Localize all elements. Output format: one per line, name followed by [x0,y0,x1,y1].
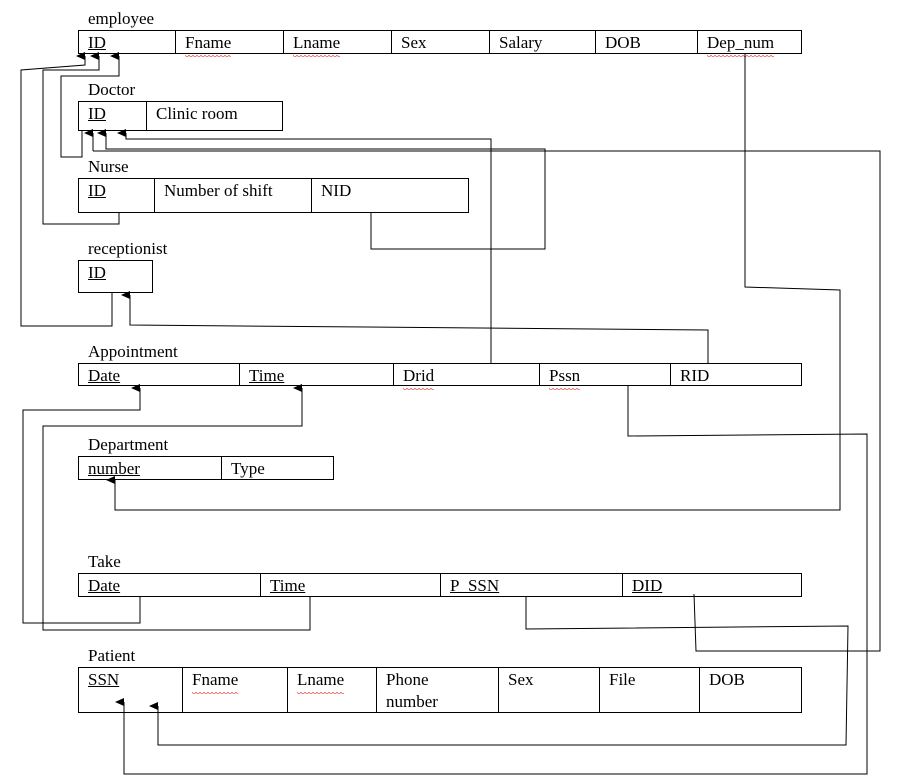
appointment-pssn-label: Pssn [549,366,581,391]
patient-dob-label: DOB [709,670,745,689]
patient-lname-cell: Lname [287,668,376,712]
take-did-line [693,593,880,652]
doctor-table: ID Clinic room [78,101,283,131]
appointment-rid-to-receptionist-line [121,291,709,363]
doctor-to-employee-line [60,52,120,158]
patient-ssn-cell: SSN [79,668,182,712]
appointment-time-label: Time [249,366,285,385]
appointment-drid-label: Drid [403,366,435,391]
appointment-pssn-to-patient-line [115,386,868,775]
nurse-to-employee-line [42,52,120,225]
take-pssn-label: P_SSN [450,576,500,595]
patient-sex-label: Sex [508,670,534,689]
take-date-cell: Date [79,574,260,596]
employee-depnum-cell: Dep_num [697,31,801,58]
appointment-drid-to-doctor-line [117,129,492,363]
patient-fname-cell: Fname [182,668,287,712]
nurse-shift-label: Number of shift [164,181,273,200]
receptionist-id-label: ID [88,263,106,282]
receptionist-title: receptionist [88,239,168,258]
doctor-to-patient-line [93,150,881,652]
take-title: Take [88,552,121,571]
employee-depnum-label: Dep_num [707,33,775,58]
department-type-label: Type [231,459,265,478]
employee-depnum-to-department-line [106,54,841,511]
employee-sex-label: Sex [401,33,427,52]
take-table: Date Time P_SSN DID [78,573,802,597]
patient-title: Patient [88,646,136,665]
doctor-id-label: ID [88,104,106,123]
patient-phone-cell: Phone number [376,668,498,712]
take-time-label: Time [270,576,306,595]
employee-table: ID Fname Lname Sex Salary DOB Dep_num [78,30,802,58]
department-number-cell: number [79,457,221,479]
take-time-cell: Time [260,574,440,596]
patient-file-label: File [609,670,636,689]
patient-phone-label: Phone number [386,670,438,711]
appointment-pssn-cell: Pssn [539,364,670,391]
employee-lname-cell: Lname [283,31,391,58]
take-date-to-appointment-line [22,384,141,624]
doctor-clinic-room-cell: Clinic room [146,102,282,130]
employee-salary-cell: Salary [489,31,595,53]
appointment-date-label: Date [88,366,121,385]
patient-lname-label: Lname [297,670,345,695]
take-did-label: DID [632,576,663,595]
doctor-id-cell: ID [79,102,146,130]
appointment-title: Appointment [88,342,178,361]
department-table: number Type [78,456,334,480]
patient-fname-label: Fname [192,670,239,695]
employee-dob-label: DOB [605,33,641,52]
doctor-title: Doctor [88,80,136,99]
patient-sex-cell: Sex [498,668,599,712]
patient-file-cell: File [599,668,699,712]
nurse-shift-cell: Number of shift [154,179,311,212]
patient-dob-cell: DOB [699,668,801,712]
patient-table: SSN Fname Lname Phone number Sex File DO… [78,667,802,713]
appointment-drid-cell: Drid [393,364,539,391]
department-title: Department [88,435,169,454]
receptionist-table: ID [78,260,153,293]
employee-fname-label: Fname [185,33,232,58]
nurse-nid-label: NID [321,181,352,200]
employee-fname-cell: Fname [175,31,283,58]
doctor-clinic-room-label: Clinic room [156,104,238,123]
appointment-rid-cell: RID [670,364,801,385]
employee-id-label: ID [88,33,106,52]
nurse-table: ID Number of shift NID [78,178,469,213]
employee-dob-cell: DOB [595,31,697,53]
receptionist-to-employee-line [20,52,113,327]
appointment-table: Date Time Drid Pssn RID [78,363,802,391]
department-type-cell: Type [221,457,333,479]
take-pssn-to-patient-line [149,597,849,746]
receptionist-id-cell: ID [79,261,152,292]
employee-lname-label: Lname [293,33,341,58]
appointment-date-cell: Date [79,364,239,385]
patient-ssn-label: SSN [88,670,120,689]
nurse-nid-cell: NID [311,179,468,212]
nurse-title: Nurse [88,157,129,176]
employee-salary-label: Salary [499,33,543,52]
nurse-nid-to-doctor-line [97,129,546,250]
department-number-label: number [88,459,140,478]
appointment-time-cell: Time [239,364,393,385]
take-pssn-cell: P_SSN [440,574,622,596]
take-did-cell: DID [622,574,801,596]
take-date-label: Date [88,576,121,595]
take-time-to-appointment-line [42,384,311,631]
employee-sex-cell: Sex [391,31,489,53]
appointment-rid-label: RID [680,366,710,385]
nurse-id-label: ID [88,181,106,200]
employee-id-cell: ID [79,31,175,53]
nurse-id-cell: ID [79,179,154,212]
employee-title: employee [88,9,155,28]
